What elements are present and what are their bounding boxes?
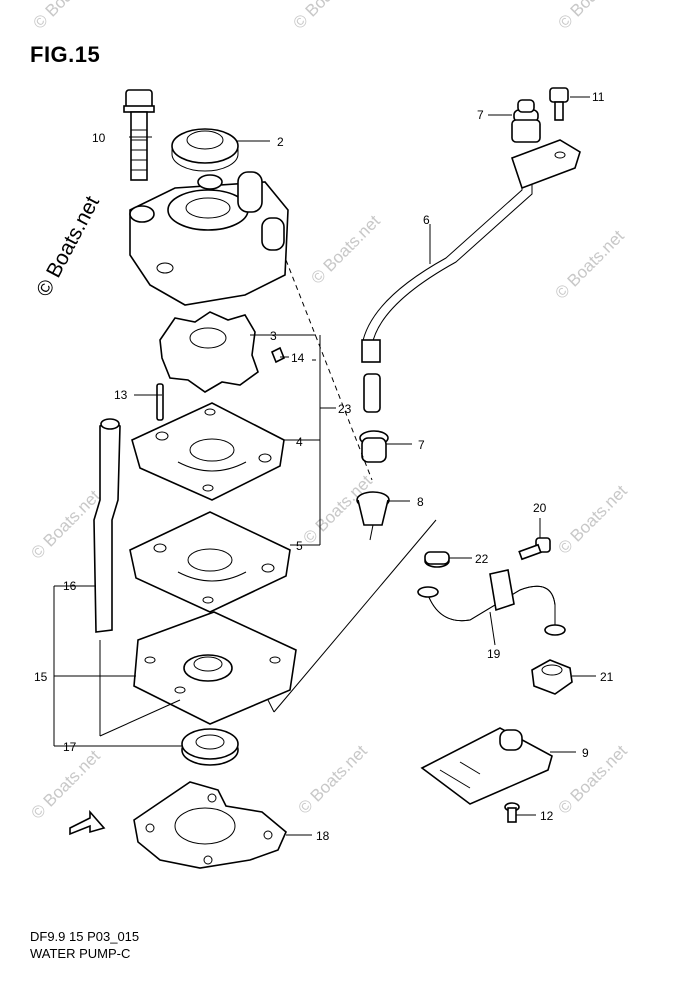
watermark: © Boats.net (554, 481, 631, 558)
watermark: © Boats.net (27, 746, 104, 823)
callout-15: 15 (34, 670, 48, 684)
callout-16: 16 (63, 579, 77, 593)
callout-labels: 2 3 4 5 6 7 7 8 9 10 11 12 13 14 15 16 1… (34, 90, 614, 843)
part-3-impeller (159, 311, 259, 393)
callout-18: 18 (316, 829, 330, 843)
part-22-grommet (424, 551, 450, 568)
watermark: © Boats.net (289, 0, 366, 33)
callout-14: 14 (291, 351, 305, 365)
part-6-pipe (361, 139, 581, 413)
part-20-bolt (518, 537, 551, 561)
callout-8: 8 (417, 495, 424, 509)
callout-3: 3 (270, 329, 277, 343)
diagram-name: WATER PUMP-C (30, 946, 131, 961)
callout-11: 11 (592, 90, 605, 104)
diagram-code: DF9.9 15 P03_015 (30, 929, 140, 944)
part-10-bolt (123, 89, 155, 181)
figure-title: FIG.15 (30, 42, 101, 67)
callout-2: 2 (277, 135, 284, 149)
callout-6: 6 (423, 213, 430, 227)
callout-22: 22 (475, 552, 489, 566)
watermark: © Boats.net (554, 0, 631, 33)
part-18-gasket (133, 781, 287, 869)
part-7-grommet-top (511, 99, 541, 143)
part-21-grommet (531, 659, 573, 695)
part-17-seal (181, 728, 239, 766)
lower-plate (133, 611, 297, 725)
callout-5: 5 (296, 539, 303, 553)
callout-7-top: 7 (477, 108, 484, 122)
watermark: © Boats.net (27, 486, 104, 563)
callout-12: 12 (540, 809, 554, 823)
callout-23: 23 (338, 402, 352, 416)
callout-9: 9 (582, 746, 589, 760)
part-19-pipe (417, 569, 566, 636)
leader-lines (53, 96, 596, 836)
watermark: © Boats.net (307, 211, 384, 288)
part-16-tube (93, 418, 121, 633)
part-9-plate (420, 727, 553, 805)
callout-10: 10 (92, 131, 106, 145)
watermark-dark: © Boats.net (32, 192, 104, 300)
watermark: © Boats.net (29, 0, 106, 33)
watermark: © Boats.net (551, 226, 628, 303)
part-7-grommet-mid (359, 430, 389, 463)
part-13-pin (156, 383, 164, 421)
part-2-seal (171, 128, 239, 172)
pump-case (129, 171, 289, 306)
watermark: © Boats.net (294, 741, 371, 818)
part-12-screw (504, 802, 520, 823)
part-8-nipple (356, 491, 390, 541)
callout-19: 19 (487, 647, 501, 661)
callout-7-mid: 7 (418, 438, 425, 452)
watermark: © Boats.net (554, 741, 631, 818)
part-4-plate (131, 402, 285, 501)
callout-13: 13 (114, 388, 128, 402)
callout-4: 4 (296, 435, 303, 449)
part-14-key (270, 346, 286, 364)
callout-21: 21 (600, 670, 614, 684)
callout-17: 17 (63, 740, 77, 754)
part-5-gasket (129, 511, 291, 613)
front-arrow-icon (69, 809, 106, 836)
callout-20: 20 (533, 501, 547, 515)
part-11-bolt (549, 87, 569, 121)
